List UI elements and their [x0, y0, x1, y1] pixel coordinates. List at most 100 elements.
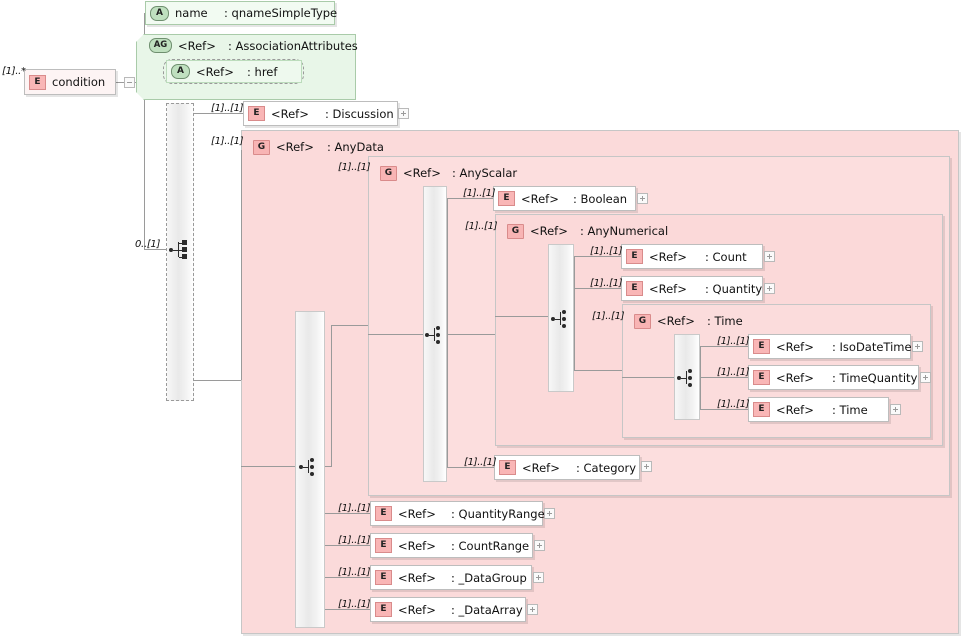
line-seq-to-anydata [194, 380, 241, 381]
node-count[interactable]: E <Ref> : Count [621, 244, 763, 269]
cardinality-countrange: [1]..[1] [338, 535, 371, 546]
element-icon-count: E [626, 249, 643, 264]
node-timequantity-type: : TimeQuantity [832, 370, 918, 385]
element-icon-category: E [499, 460, 516, 475]
node-anydata[interactable]: G <Ref> : AnyData [249, 136, 399, 158]
group-icon-time: G [634, 313, 651, 329]
line-choice-to-datagroup [325, 577, 370, 578]
node-anynumerical-type: : AnyNumerical [580, 224, 669, 238]
node-discussion[interactable]: E <Ref> : Discussion [243, 101, 398, 126]
line-anydata-to-choicebar [241, 466, 305, 467]
line-anyscalar-bar-to-boolean [447, 198, 493, 199]
node-quantity-ref: <Ref> [649, 281, 687, 296]
compositor-bar-sequence[interactable] [166, 103, 194, 401]
node-quantity-type: : Quantity [705, 281, 763, 296]
node-dataarray[interactable]: E <Ref> : _DataArray [370, 597, 526, 622]
node-time-element-ref: <Ref> [776, 402, 814, 417]
node-datagroup[interactable]: E <Ref> : _DataGroup [370, 565, 532, 590]
node-datagroup-type: : _DataGroup [451, 570, 527, 585]
sequence-icon [169, 240, 191, 260]
expand-toggle-quantityrange[interactable] [544, 508, 555, 519]
node-countrange-ref: <Ref> [398, 538, 436, 553]
cardinality-quantity: [1]..[1] [590, 278, 623, 289]
expand-toggle-isodatetime[interactable] [912, 341, 923, 352]
element-icon-isodatetime: E [753, 339, 770, 354]
group-icon-anyscalar: G [380, 165, 397, 181]
node-discussion-type: : Discussion [325, 106, 394, 121]
line-anynumerical-to-choicebar [495, 316, 548, 317]
expand-toggle-discussion[interactable] [398, 108, 409, 119]
node-quantity[interactable]: E <Ref> : Quantity [621, 276, 763, 301]
expand-toggle-datagroup[interactable] [533, 572, 544, 583]
node-time-group[interactable]: G <Ref> : Time [630, 310, 760, 332]
node-anydata-ref: <Ref> [276, 140, 314, 154]
node-isodatetime-type: : IsoDateTime [832, 339, 912, 354]
node-attribute-name-type: : qnameSimpleType [224, 6, 338, 20]
expand-toggle-count[interactable] [764, 251, 775, 262]
node-timequantity[interactable]: E <Ref> : TimeQuantity [748, 365, 919, 390]
cardinality-isodatetime: [1]..[1] [717, 336, 750, 347]
element-icon-discussion: E [248, 106, 265, 121]
node-quantityrange[interactable]: E <Ref> : QuantityRange [370, 501, 545, 526]
cardinality-timequantity: [1]..[1] [717, 367, 750, 378]
node-attributegroup-ref[interactable]: AG <Ref> : AssociationAttributes [145, 34, 358, 57]
node-anydata-type: : AnyData [327, 140, 384, 154]
line-count-riser [574, 256, 575, 316]
line-anyscalar-riser [331, 325, 332, 466]
node-countrange-type: : CountRange [451, 538, 530, 553]
line-seq-to-discussion [194, 113, 243, 114]
node-anyscalar-type: : AnyScalar [452, 166, 518, 180]
collapse-toggle-condition[interactable] [124, 77, 135, 88]
node-time-group-type: : Time [707, 314, 743, 328]
node-attributegroup-ref-label: <Ref> [178, 38, 216, 53]
node-category[interactable]: E <Ref> : Category [494, 455, 640, 480]
line-category-riser [447, 334, 448, 467]
node-countrange[interactable]: E <Ref> : CountRange [370, 533, 533, 558]
expand-toggle-countrange[interactable] [534, 540, 545, 551]
node-condition[interactable]: E condition [24, 69, 116, 95]
node-boolean-type: : Boolean [573, 191, 628, 206]
choice-icon-anyscalar [425, 325, 447, 345]
cardinality-anyscalar: [1]..[1] [338, 162, 371, 173]
node-boolean[interactable]: E <Ref> : Boolean [493, 186, 636, 211]
group-icon-anynumerical: G [507, 223, 524, 239]
node-attribute-href[interactable]: A <Ref> : href [166, 60, 302, 83]
element-icon-boolean: E [498, 191, 515, 206]
expand-toggle-quantity[interactable] [764, 283, 775, 294]
line-isodatetime-riser [700, 346, 701, 377]
node-quantityrange-ref: <Ref> [398, 506, 436, 521]
node-attribute-name[interactable]: A name : qnameSimpleType [145, 1, 338, 25]
compositor-bar-anydata-choice[interactable] [295, 311, 325, 628]
node-anynumerical[interactable]: G <Ref> : AnyNumerical [503, 220, 673, 242]
expand-toggle-timequantity[interactable] [920, 372, 931, 383]
node-count-ref: <Ref> [649, 249, 687, 264]
cardinality-datagroup: [1]..[1] [338, 567, 371, 578]
node-datagroup-ref: <Ref> [398, 570, 436, 585]
element-icon-time: E [753, 402, 770, 417]
node-anynumerical-ref: <Ref> [530, 224, 568, 238]
cardinality-condition: [1]..* [2, 66, 26, 77]
expand-toggle-category[interactable] [641, 461, 652, 472]
node-isodatetime[interactable]: E <Ref> : IsoDateTime [748, 334, 912, 359]
node-time-group-ref: <Ref> [657, 314, 695, 328]
element-icon-timequantity: E [753, 370, 770, 385]
cardinality-anydata: [1]..[1] [211, 136, 244, 147]
line-time-bar-to-isodatetime [700, 346, 748, 347]
line-choice-to-countrange [325, 545, 370, 546]
node-anyscalar[interactable]: G <Ref> : AnyScalar [376, 162, 526, 184]
cardinality-boolean: [1]..[1] [463, 188, 496, 199]
expand-toggle-time-element[interactable] [890, 404, 901, 415]
cardinality-count: [1]..[1] [590, 246, 623, 257]
compositor-bar-time-choice[interactable] [674, 334, 700, 420]
line-choice-to-anyscalar [331, 325, 368, 326]
compositor-bar-anynumerical-choice[interactable] [548, 244, 574, 392]
line-condition-stub [116, 82, 124, 83]
node-time-element[interactable]: E <Ref> : Time [748, 397, 889, 422]
node-isodatetime-ref: <Ref> [776, 339, 814, 354]
compositor-bar-anyscalar-choice[interactable] [423, 186, 447, 482]
node-category-ref: <Ref> [522, 460, 560, 475]
expand-toggle-boolean[interactable] [637, 193, 648, 204]
expand-toggle-dataarray[interactable] [527, 604, 538, 615]
choice-icon-time [677, 368, 699, 388]
node-condition-label: condition [52, 75, 106, 89]
